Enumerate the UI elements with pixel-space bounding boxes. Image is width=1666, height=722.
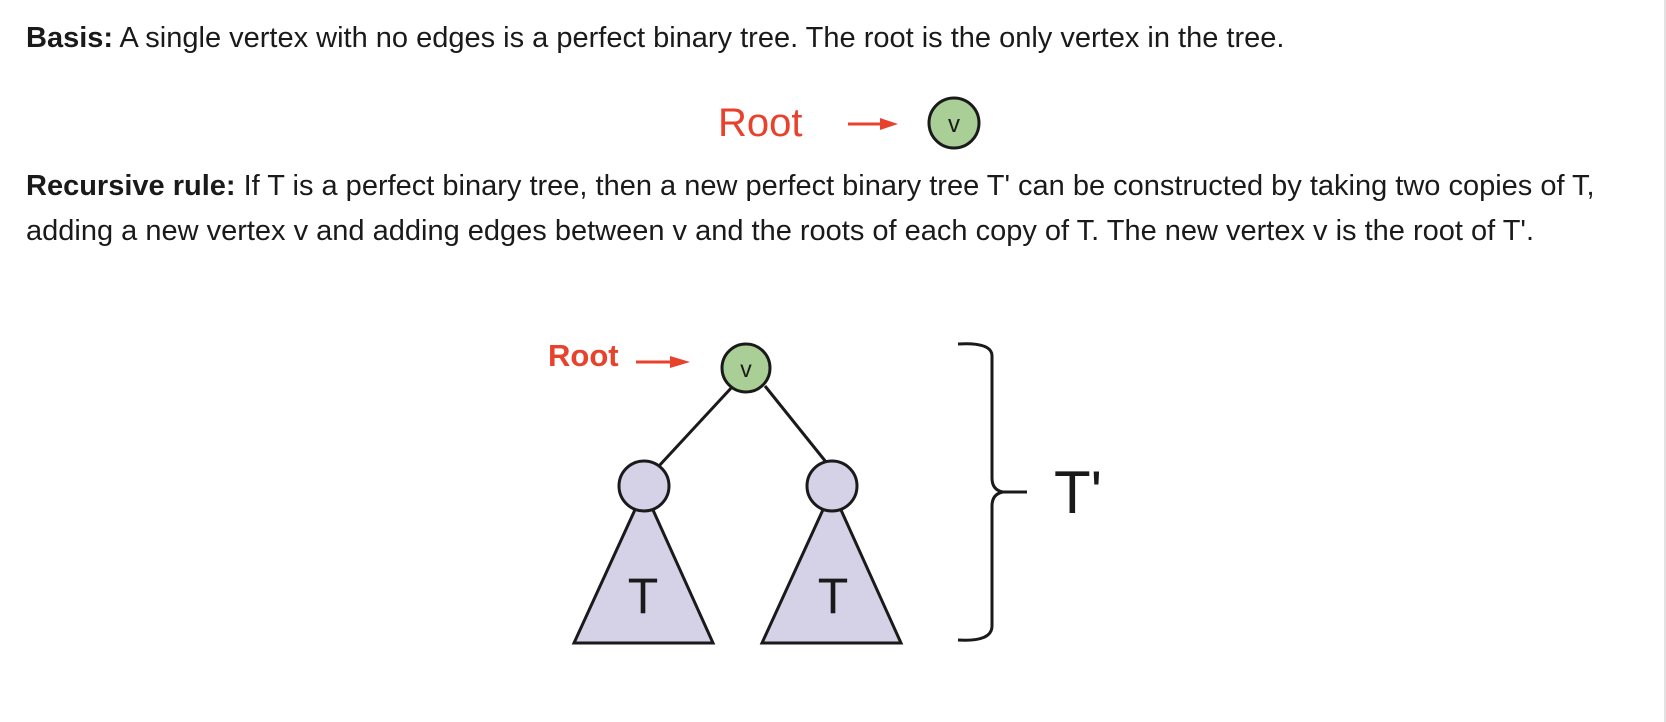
figure2-vertex-label: v <box>740 356 752 382</box>
figure2-root-label: Root <box>548 338 619 373</box>
figure2-root-vertex <box>720 342 772 394</box>
left-subtree-root <box>617 459 671 513</box>
left-subtree-triangle <box>571 486 716 645</box>
figure1-root-arrow-head <box>880 118 898 130</box>
basis-label: Basis: <box>26 22 114 54</box>
left-subtree-label: T <box>628 568 659 624</box>
basis-text: A single vertex with no edges is a perfe… <box>113 22 1285 54</box>
figure1-vertex-label: v <box>948 111 960 138</box>
recursive-rule-paragraph: Recursive rule: If T is a perfect binary… <box>26 164 1646 254</box>
right-subtree-label: T <box>818 568 849 624</box>
figure-recursive-group: Root T T v T' <box>548 338 1102 645</box>
recursive-text: If T is a perfect binary tree, then a ne… <box>26 170 1595 247</box>
basis-paragraph: Basis: A single vertex with no edges is … <box>26 16 1626 61</box>
figure1-root-vertex <box>927 96 981 150</box>
edge-root-to-right <box>763 385 832 468</box>
edge-root-to-left <box>656 384 735 469</box>
page-right-border <box>1664 0 1666 722</box>
recursive-label: Recursive rule: <box>26 170 236 202</box>
figure1-root-label: Root <box>718 101 803 145</box>
t-prime-brace <box>957 342 1027 642</box>
figure2-root-arrow-head <box>670 356 690 368</box>
figure-single-vertex-group: Root v <box>718 96 981 150</box>
t-prime-label: T' <box>1054 459 1102 526</box>
right-subtree-root <box>805 459 859 513</box>
right-subtree-triangle <box>759 486 904 645</box>
